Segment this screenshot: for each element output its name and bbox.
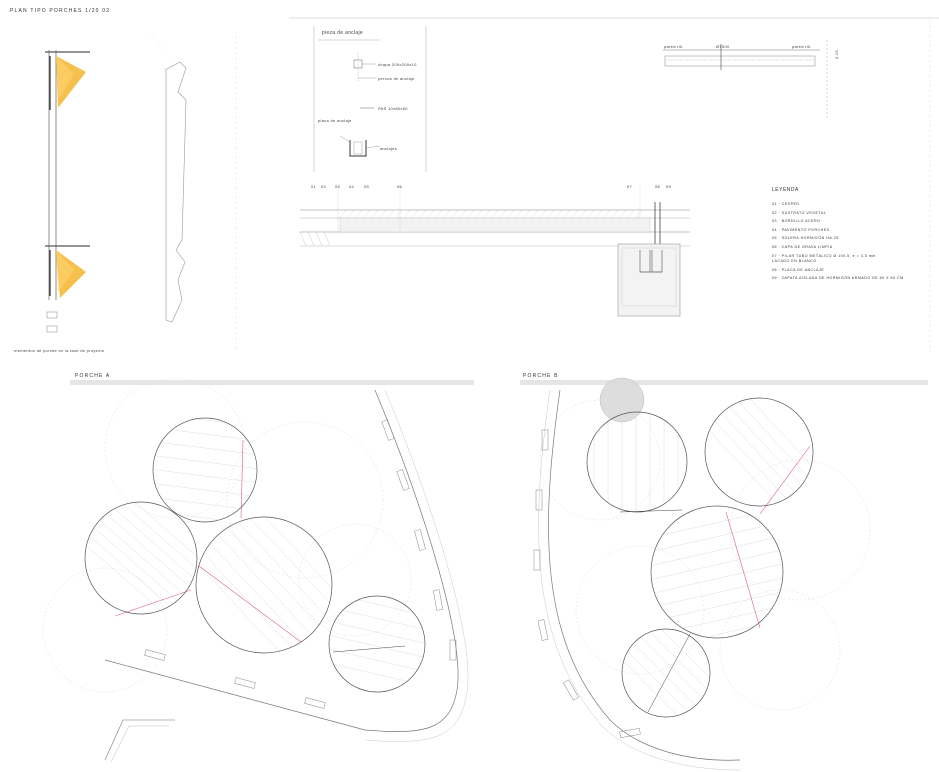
section-ref-02: 02 [321,184,327,189]
section-ref-08: 08 [655,184,661,189]
detail-title: pieza de anclaje [322,30,363,36]
section-ref-07: 07 [627,184,633,189]
legend-item: 01 · CESPED [772,202,800,206]
elevation-strip [663,40,828,120]
porche-b-title: PORCHE B [523,373,559,379]
legend-item: 08 · PLACA DE ANCLAJE [772,267,825,272]
porche-a-title: PORCHE A [75,373,111,379]
legend-item: 05 · SOLERA HORMIGÓN HA-25 [772,236,839,241]
detail-label-1: chapa 200x200x10 [378,62,417,67]
detail-label-2: pernos de anclaje [378,76,415,81]
detail-label-5: anclajes [380,146,398,151]
elevation-left-label: pared rill. [664,44,684,49]
section-ref-09: 09 [666,184,672,189]
porche-b-bar [520,380,928,385]
ground-section [299,186,690,317]
porche-a-plan [42,377,469,763]
porche-a-bar [70,380,474,385]
elevation-height-label: 0.15 [834,50,839,59]
anchor-detail-frame [313,26,427,172]
section-ref-01: 01 [311,184,317,189]
porch-section-drawing [45,31,187,333]
legend-item: LACADO EN BLANCO [772,259,817,264]
legend-item: 07 · PILAR TUBO METÁLICO Ø 100.5, e = 3.… [772,253,876,258]
footnote: elementos de porche en la fase de proyec… [14,348,105,353]
legend-item: 09 · ZAPATA AISLADA DE HORMIGÓN ARMADO D… [772,276,904,281]
legend-item: 06 · CAPA DE GRAVA LIMPIA [772,244,833,249]
legend: LEYENDA 01 · CESPED 02 · SUSTRATO VEGETA… [772,188,922,281]
section-ref-04: 04 [349,184,355,189]
elevation-right-label: pared rill. [792,44,812,49]
porche-b-plan [533,377,871,771]
legend-item: 04 · PAVIMENTO PORCHES [772,227,830,232]
detail-label-4: placa de anclaje [318,118,352,123]
sheet-title: PLAN TIPO PORCHES 1/20 02 [10,8,111,14]
detail-label-3: PAS 10x80x60 [378,106,408,111]
legend-title: LEYENDA [772,187,799,193]
elevation-mid-label: Ø1500 [716,44,730,49]
section-ref-03: 03 [335,184,341,189]
section-ref-06: 06 [397,184,403,189]
section-ref-05: 05 [364,184,370,189]
legend-item: 02 · SUSTRATO VEGETAL [772,210,827,215]
legend-item: 03 · BORDILLO ACERO [772,219,821,224]
